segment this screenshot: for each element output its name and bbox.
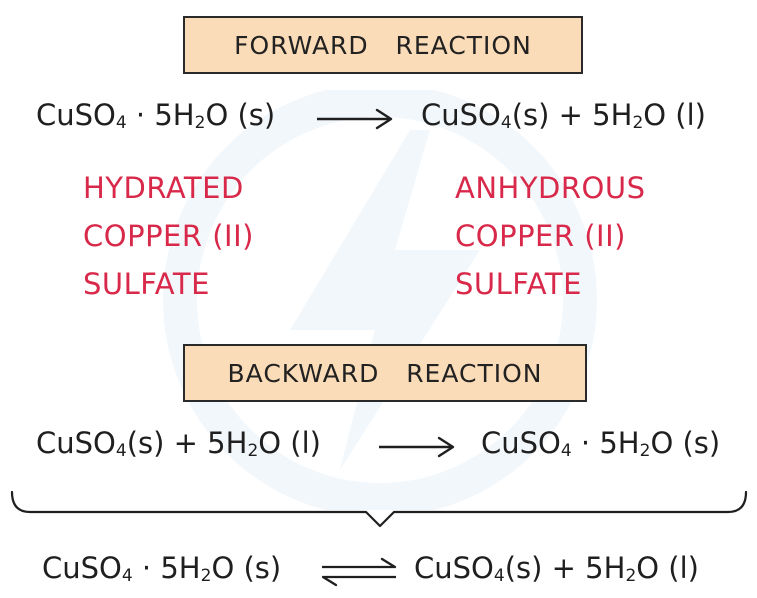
backward-arrow-icon [379, 436, 455, 458]
combining-brace-icon [10, 490, 748, 528]
backward-reactants: CuSO4(s) + 5H2O (l) [36, 426, 321, 461]
backward-title-text: BACKWARD REACTION [227, 358, 543, 388]
overall-right: CuSO4(s) + 5H2O (l) [414, 551, 699, 586]
forward-title-text: FORWARD REACTION [234, 30, 532, 60]
watermark-logo [163, 90, 597, 510]
forward-reactant: CuSO4 · 5H2O (s) [36, 98, 276, 133]
backward-reaction-title: BACKWARD REACTION [183, 344, 587, 402]
equilibrium-arrows-icon [321, 557, 397, 587]
backward-product: CuSO4 · 5H2O (s) [481, 426, 721, 461]
overall-left: CuSO4 · 5H2O (s) [42, 551, 282, 586]
hydrated-label: HYDRATED COPPER (II) SULFATE [83, 171, 254, 301]
forward-arrow-icon [317, 108, 393, 130]
anhydrous-label: ANHYDROUS COPPER (II) SULFATE [455, 171, 646, 301]
forward-reaction-title: FORWARD REACTION [183, 16, 583, 74]
forward-products: CuSO4(s) + 5H2O (l) [421, 98, 706, 133]
